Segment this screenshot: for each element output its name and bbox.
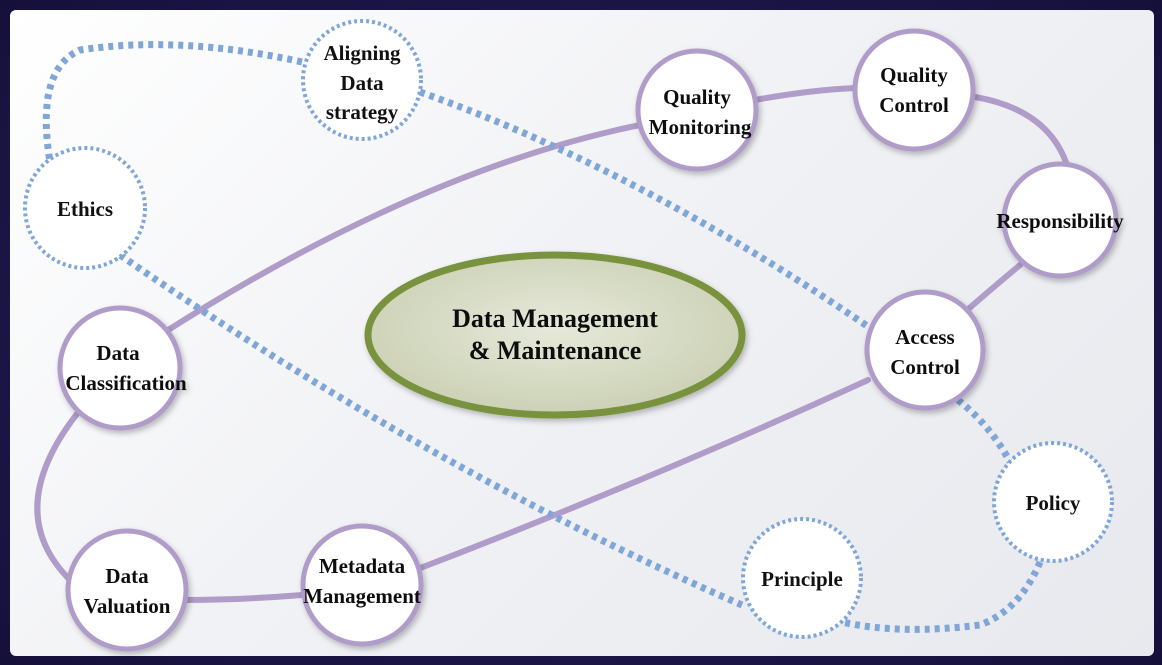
quality-control-line2: Control: [879, 93, 949, 117]
data-valuation-line2: Valuation: [84, 594, 171, 618]
connector-monitoring-control: [752, 85, 858, 103]
node-metadata-management: Metadata Management: [300, 523, 424, 647]
quality-monitoring-line2: Monitoring: [649, 115, 752, 139]
ethics-line1: Ethics: [57, 197, 113, 221]
node-data-classification: Data Classification: [57, 305, 187, 431]
dotted-aligning-access: [418, 88, 872, 331]
access-control-line2: Control: [890, 355, 960, 379]
node-policy: Policy: [992, 441, 1114, 563]
node-aligning-data-strategy: Aligning Data strategy: [301, 19, 423, 141]
node-principle: Principle: [741, 517, 863, 639]
quality-control-line1: Quality: [880, 63, 948, 87]
node-quality-control: Quality Control: [852, 28, 976, 152]
node-quality-monitoring: Quality Monitoring: [635, 48, 759, 172]
connector-metadata-valuation: [179, 592, 305, 603]
aligning-line3: strategy: [326, 100, 399, 124]
solid-ring: [34, 85, 1071, 603]
node-responsibility: Responsibility: [996, 161, 1124, 279]
center-hub: Data Management & Maintenance: [364, 251, 746, 419]
responsibility-line1: Responsibility: [996, 209, 1124, 233]
quality-monitoring-line1: Quality: [663, 85, 731, 109]
node-ethics: Ethics: [23, 146, 147, 270]
data-classification-line2: Classification: [65, 371, 187, 395]
policy-line1: Policy: [1026, 491, 1081, 515]
center-title-line2: & Maintenance: [469, 336, 642, 365]
data-valuation-line1: Data: [105, 564, 149, 588]
metadata-management-line2: Management: [303, 584, 421, 608]
dotted-access-policy: [955, 397, 1014, 464]
dotted-policy-principle: [841, 560, 1044, 633]
aligning-line2: Data: [340, 71, 384, 95]
metadata-management-line1: Metadata: [319, 554, 406, 578]
center-title-line1: Data Management: [452, 304, 658, 333]
connector-control-responsibility: [972, 94, 1071, 171]
node-data-valuation: Data Valuation: [65, 528, 189, 652]
data-classification-line1: Data: [96, 341, 140, 365]
connector-classification-monitoring: [162, 122, 643, 335]
node-access-control: Access Control: [864, 289, 986, 411]
access-control-line1: Access: [895, 325, 954, 349]
aligning-line1: Aligning: [323, 41, 401, 65]
dotted-aligning-ethics: [42, 41, 303, 163]
connector-access-metadata: [407, 377, 871, 575]
connector-valuation-classification: [34, 407, 83, 583]
dotted-ring: [42, 41, 1044, 633]
principle-line1: Principle: [761, 567, 843, 591]
connector-responsibility-access: [962, 262, 1023, 315]
